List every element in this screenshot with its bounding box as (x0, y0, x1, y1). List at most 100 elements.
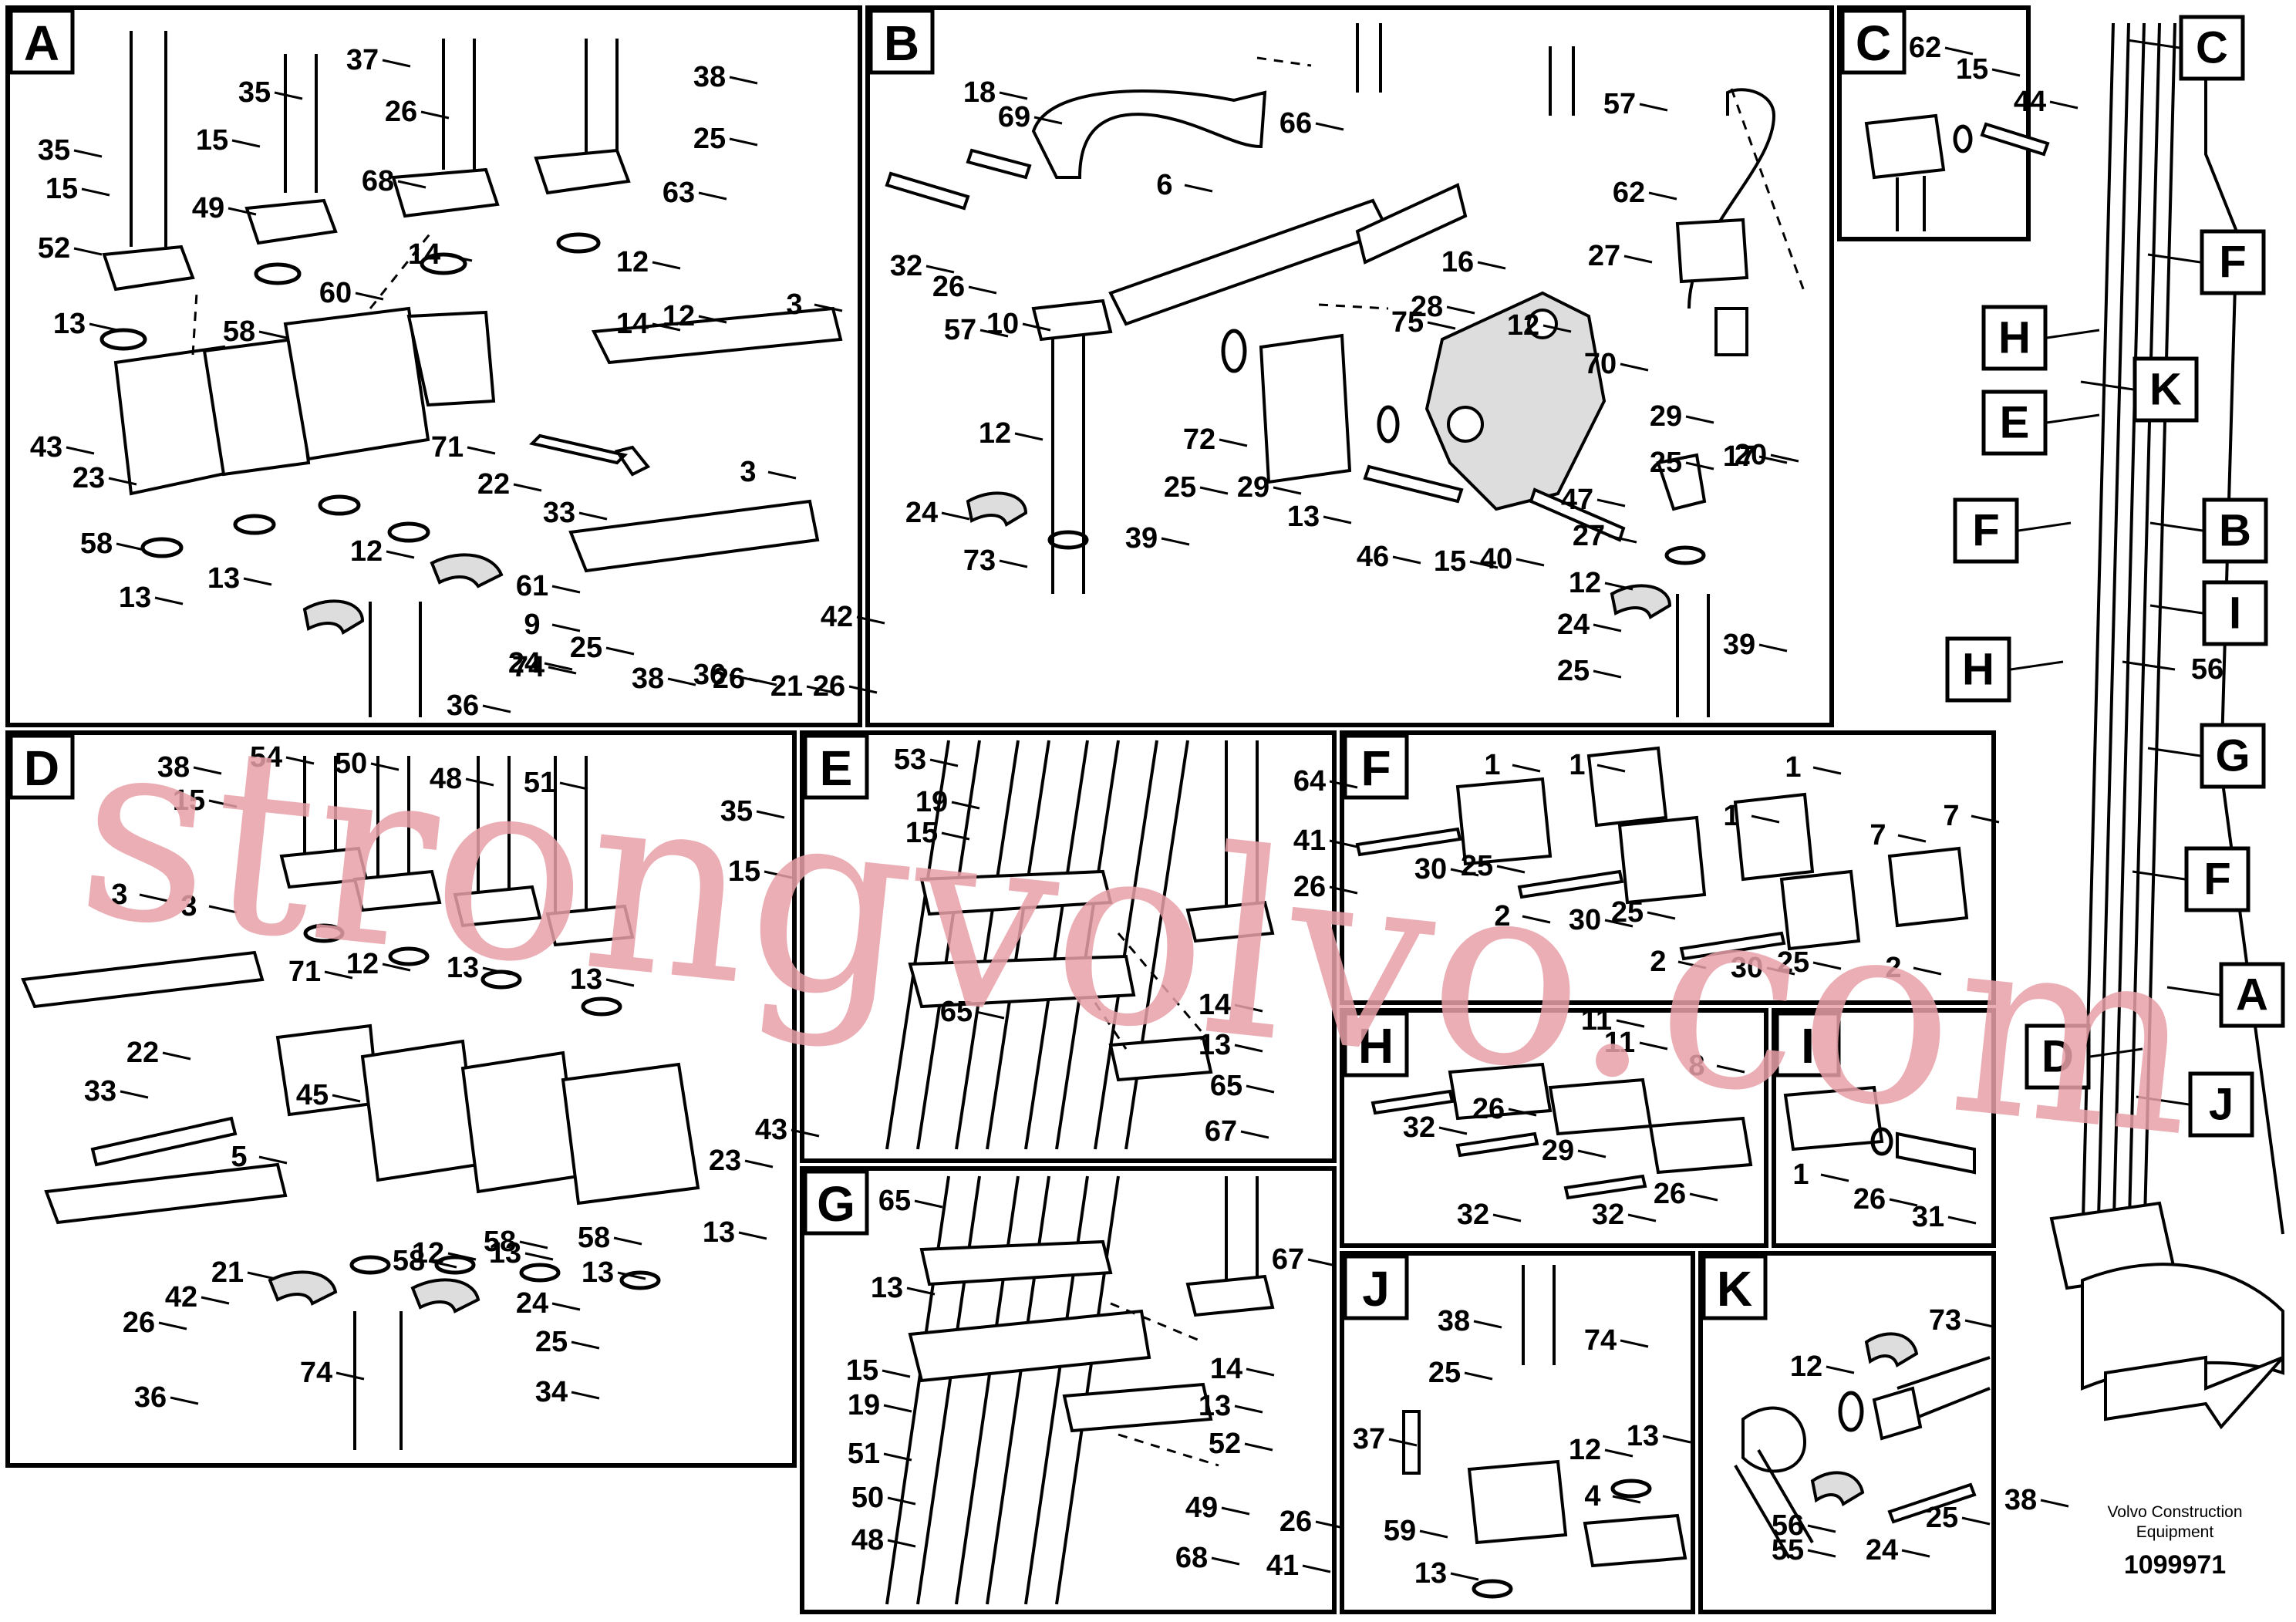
callout-leader (1901, 1549, 1930, 1558)
callout-leader (81, 187, 110, 197)
callout-leader (667, 677, 696, 686)
part-callout-d: 23 (709, 1145, 741, 1177)
part-callout-h: 11 (1581, 1004, 1612, 1037)
callout-leader (1944, 46, 1974, 56)
callout-leader (1677, 960, 1707, 969)
callout-leader (120, 1090, 149, 1099)
part-callout-b: 75 (1391, 306, 1424, 339)
block-58c (561, 1062, 700, 1206)
overview-tag-box (2184, 846, 2250, 912)
block-60 (283, 306, 430, 461)
callout-leader (1758, 455, 1788, 464)
callout-leader (1593, 623, 1622, 632)
clamp-7 (1779, 869, 1861, 951)
part-callout-b: 24 (1557, 609, 1590, 641)
part-callout-b: 47 (1561, 484, 1593, 516)
part-callout-f: 25 (1611, 896, 1644, 929)
callout-leader (1184, 184, 1213, 193)
part-callout-d: 74 (300, 1357, 332, 1389)
callout-leader (1234, 1003, 1263, 1013)
callout-leader (729, 76, 758, 85)
overview-leader (2018, 521, 2072, 532)
part-callout-d: 22 (126, 1037, 159, 1069)
callout-leader (744, 1159, 774, 1168)
part-callout-d: 51 (524, 767, 556, 799)
panel-f-tag: F (1360, 740, 1391, 796)
flange-row (908, 1309, 1151, 1383)
block-46 (1259, 333, 1352, 484)
part-callout-e: 65 (940, 996, 973, 1028)
panel-g: G (800, 1166, 1337, 1614)
part-callout-g: 52 (1209, 1428, 1241, 1460)
panel-e-tag-box (803, 733, 869, 800)
hose-line (1549, 46, 1575, 116)
part-callout-k: 55 (1772, 1534, 1804, 1566)
callout-leader (698, 315, 727, 324)
overview-leader (2046, 329, 2100, 339)
callout-leader (447, 1252, 477, 1261)
panel-a: A (5, 5, 862, 727)
part-callout-b: 46 (1357, 541, 1389, 573)
part-callout-b: 28 (1411, 291, 1443, 323)
o-ring-13 (99, 328, 147, 351)
valve-port (1527, 309, 1558, 339)
part-callout-a: 38 (632, 663, 664, 695)
assembly-dash (191, 231, 433, 356)
part-callout-b: 39 (1723, 629, 1755, 661)
panel-i-tag: I (1801, 1018, 1815, 1074)
callout-leader (1639, 1041, 1668, 1050)
part-callout-a: 15 (196, 124, 228, 157)
part-callout-a: 71 (431, 431, 464, 464)
callout-leader (1450, 868, 1479, 877)
callout-leader (1647, 911, 1676, 920)
part-callout-j: 13 (1414, 1557, 1447, 1590)
part-callout-b: 57 (1603, 88, 1636, 120)
overview-leader (2166, 986, 2220, 996)
overview-tag-label: H (1962, 645, 1994, 695)
part-callout-f: 1 (1484, 749, 1500, 781)
part-callout-b: 29 (1237, 471, 1269, 504)
callout-leader (578, 511, 608, 521)
bolt-32 (1371, 1089, 1455, 1115)
block-59 (1467, 1459, 1568, 1545)
callout-leader (1492, 1213, 1522, 1222)
part-callout-d: 58 (578, 1222, 610, 1254)
part-callout-a: 15 (46, 173, 78, 205)
callout-leader (1542, 324, 1572, 333)
o-ring-12 (1838, 1391, 1864, 1432)
overview-tag-box (2025, 1023, 2091, 1090)
callout-leader (370, 762, 400, 771)
callout-leader (1246, 1084, 1275, 1094)
part-callout-i: 31 (1912, 1201, 1944, 1233)
part-callout-a: 58 (80, 528, 113, 560)
callout-leader (1964, 1319, 1994, 1328)
hose-line (1734, 1448, 1814, 1560)
hose-line (1522, 1265, 1556, 1365)
callout-leader (729, 673, 758, 683)
callout-leader (1512, 764, 1541, 773)
panel-i: I (1772, 1008, 1996, 1248)
part-callout-e: 15 (905, 817, 938, 849)
part-callout-f: 1 (1569, 749, 1585, 781)
flange-50 (352, 869, 442, 912)
part-callout-h: 29 (1542, 1135, 1574, 1167)
part-callout-d: 54 (250, 741, 282, 774)
callout-leader (1161, 537, 1190, 546)
flange-row-65 (919, 1239, 1113, 1286)
callout-leader (1807, 1549, 1836, 1558)
part-callout-h: 32 (1457, 1199, 1489, 1231)
part-callout-a: 26 (813, 670, 845, 703)
part-callout-d: 71 (288, 956, 321, 988)
panel-e-tag: E (820, 740, 853, 796)
callout-leader (856, 615, 885, 625)
part-callout-d: 36 (134, 1381, 167, 1414)
part-callout-k: 73 (1929, 1304, 1961, 1337)
overview-leader (2089, 1047, 2143, 1058)
part-callout-a: 25 (570, 632, 602, 664)
part-callout-i: 26 (1853, 1183, 1886, 1216)
part-callout-b: 6 (1156, 169, 1172, 201)
hose-bundle (885, 1175, 1120, 1605)
callout-leader (162, 1051, 191, 1061)
overview-tag-box (2202, 497, 2268, 564)
block-58b (202, 337, 311, 477)
